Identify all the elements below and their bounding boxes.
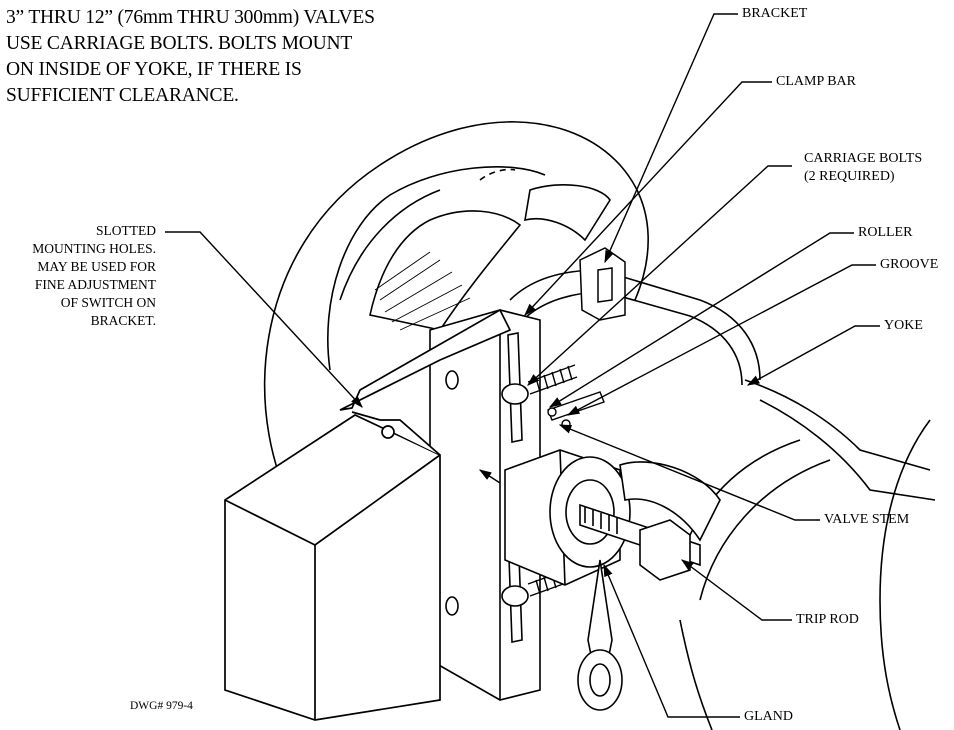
slotted-note-line-4: FINE ADJUSTMENT [34,277,156,292]
callout-bracket: BRACKET [742,6,808,21]
callout-carriage-bolts: CARRIAGE BOLTS [804,151,923,166]
slotted-note-line-5: OF SWITCH ON [60,295,156,310]
switch-box [224,308,512,721]
drawing-number: DWG# 979-4 [130,700,193,712]
callout-trip-rod: TRIP ROD [796,612,859,627]
slotted-note-line-6: BRACKET. [90,313,156,328]
slotted-note-line-1: SLOTTED [96,223,156,238]
top-tab [579,247,626,321]
slotted-note-line-3: MAY BE USED FOR [37,259,156,274]
valve-note-line-2: USE CARRIAGE BOLTS. BOLTS MOUNT [6,33,353,54]
callout-clamp-bar: CLAMP BAR [776,74,857,89]
callout-valve-stem: VALVE STEM [824,512,910,527]
valve-note-line-3: ON INSIDE OF YOKE, IF THERE IS [6,59,302,80]
callout-carriage-bolts-qty: (2 REQUIRED) [804,169,895,184]
slotted-note-line-2: MOUNTING HOLES. [32,241,156,256]
valve-note-line-1: 3” THRU 12” (76mm THRU 300mm) VALVES [6,7,375,28]
callout-yoke: YOKE [884,318,923,333]
trip-rod [579,461,721,581]
callout-groove: GROOVE [880,257,939,272]
callout-gland: GLAND [744,709,793,724]
callout-leaders [165,13,880,718]
callout-roller: ROLLER [858,225,913,240]
handwheel [263,121,649,521]
valve-note-line-4: SUFFICIENT CLEARANCE. [6,85,239,106]
